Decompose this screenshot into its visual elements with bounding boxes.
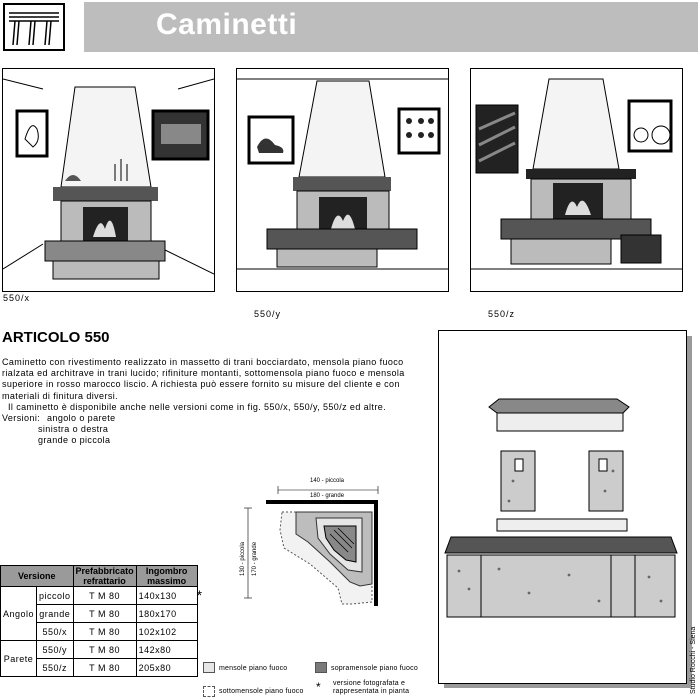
article-paragraph: Caminetto con rivestimento realizzato in… [2, 357, 405, 401]
star-icon: * [196, 587, 203, 603]
header-versione: Versione [0, 565, 74, 587]
plan-drawing: 140 - piccola 180 - grande 130 - piccola… [238, 478, 388, 610]
photo-caption-550x: 550/x [3, 293, 31, 303]
article-paragraph: Il caminetto è disponibile anche nelle v… [8, 401, 387, 412]
version-item: sinistra o destra [38, 424, 109, 435]
row-pref: T M 80 [72, 658, 137, 677]
row-ingombro: 142x80 [135, 640, 198, 659]
row-pref: T M 80 [72, 622, 137, 641]
legend-label-mensole: mensole piano fuoco [219, 665, 288, 672]
row-pref: T M 80 [72, 604, 137, 623]
versions-label: Versioni: angolo o parete [2, 413, 430, 424]
group-parete: Parete [0, 640, 38, 677]
row-sub: 550/y [36, 640, 74, 659]
plan-width-small: 140 - piccola [310, 478, 345, 484]
row-sub: piccolo [36, 586, 74, 605]
versions-label-text: Versioni: [2, 413, 41, 424]
row-sub: 550/z [36, 658, 74, 677]
exploded-view-panel [438, 330, 687, 684]
title-band [84, 2, 698, 52]
photo-550z [470, 68, 683, 292]
photo-caption-550y: 550/y [254, 309, 282, 319]
row-sub: 550/x [36, 622, 74, 641]
row-sub: grande [36, 604, 74, 623]
table-row: grande T M 80 180x170 [1, 604, 198, 623]
row-ingombro: 102x102 [135, 622, 198, 641]
photo-550x [2, 68, 215, 292]
plan-height-large: 170 - grande [252, 541, 258, 576]
article-title: ARTICOLO 550 [2, 329, 110, 346]
legend-label-sopramensole: sopramensole piano fuoco [331, 665, 418, 672]
brand-logo-icon [3, 3, 65, 51]
photo-caption-550z: 550/z [488, 309, 516, 319]
plan-height-small: 130 - piccola [240, 541, 246, 576]
spec-table: Versione Prefabbricato refrattario Ingom… [0, 565, 202, 677]
legend-label-versione: versione fotografata e rappresentata in … [333, 680, 410, 695]
credit-text: Studio Rocchi - Siena [690, 626, 697, 694]
legend-swatch-sottomensole [203, 686, 215, 697]
row-pref: T M 80 [72, 640, 137, 659]
header-ingombro: Ingombro massimo [135, 565, 198, 587]
page-title: Caminetti [156, 8, 298, 41]
article-body: Caminetto con rivestimento realizzato in… [2, 357, 430, 447]
row-ingombro-value: 140x130 [138, 590, 177, 601]
star-icon: * [316, 680, 321, 694]
group-angolo: Angolo [0, 586, 38, 641]
legend-swatch-sopramensole [315, 662, 327, 673]
row-ingombro: 180x170 [135, 604, 198, 623]
table-header-row: Versione Prefabbricato refrattario Ingom… [0, 565, 198, 587]
photo-550y [236, 68, 449, 292]
version-item: grande o piccola [38, 435, 111, 446]
table-row: Parete 550/y T M 80 142x80 [0, 640, 198, 677]
table-row: Angolo piccolo T M 80 140x130 * [0, 586, 202, 641]
plan-width-large: 180 - grande [310, 493, 345, 499]
version-item: angolo o parete [47, 413, 116, 424]
legend-label-sottomensole: sottomensole piano fuoco [219, 688, 304, 695]
row-ingombro: 205x80 [135, 658, 198, 677]
header-prefabbricato: Prefabbricato refrattario [72, 565, 137, 587]
legend-swatch-mensole [203, 662, 215, 673]
table-row: 550/x T M 80 102x102 [1, 622, 198, 641]
table-row: 550/z T M 80 205x80 [1, 658, 198, 677]
row-ingombro: 140x130 * [135, 586, 202, 605]
row-pref: T M 80 [72, 586, 137, 605]
